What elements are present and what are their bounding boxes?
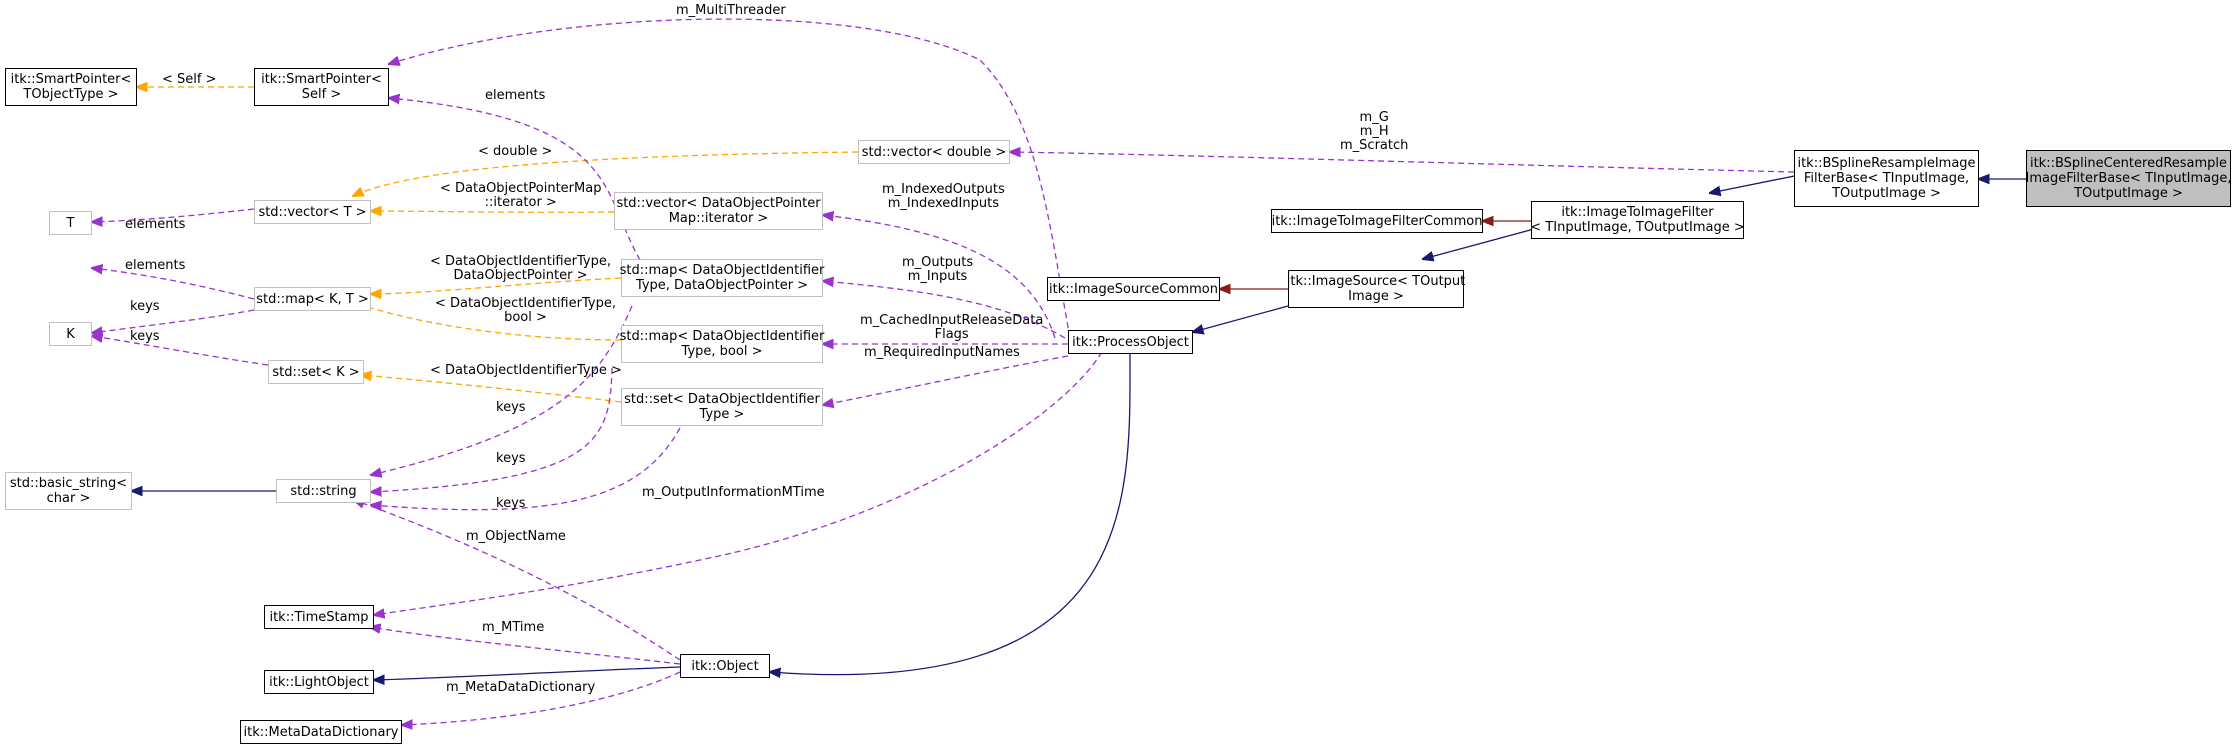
- node-set-doi[interactable]: std::set< DataObjectIdentifier Type >: [621, 388, 823, 426]
- label-elements-map: elements: [125, 258, 186, 273]
- node-lightobject[interactable]: itk::LightObject: [264, 670, 374, 694]
- label-keys-map: keys: [130, 299, 160, 314]
- label-object-name: m_ObjectName: [466, 529, 566, 544]
- node-smartpointer-self[interactable]: itk::SmartPointer< Self >: [254, 68, 389, 106]
- node-imagesourcecommon[interactable]: itk::ImageSourceCommon: [1047, 277, 1220, 301]
- node-processobject[interactable]: itk::ProcessObject: [1068, 330, 1193, 354]
- edge-inherit-object: [770, 353, 1131, 675]
- label-output-information-mtime: m_OutputInformationMTime: [642, 485, 825, 500]
- edge-vector-dop-iter: [371, 211, 615, 212]
- node-k[interactable]: K: [49, 322, 92, 346]
- label-doi-type: < DataObjectIdentifierType >: [430, 363, 622, 378]
- node-bsplinecenteredresampleimagefilterbase[interactable]: itk::BSplineCenteredResample ImageFilter…: [2025, 150, 2232, 207]
- edge-vector-double: [353, 151, 859, 196]
- edge-indexed: [823, 215, 1056, 339]
- label-mtime: m_MTime: [482, 620, 545, 635]
- edge-output-info: [374, 351, 1103, 615]
- edge-keys-string-2: [371, 367, 613, 492]
- node-smartpointer-tobjecttype[interactable]: itk::SmartPointer< TObjectType >: [5, 68, 137, 106]
- label-keys-3: keys: [496, 496, 526, 511]
- edge-elements-map: [92, 268, 255, 300]
- label-keys-2: keys: [496, 451, 526, 466]
- node-map-doi-bool[interactable]: std::map< DataObjectIdentifier Type, boo…: [620, 325, 824, 363]
- label-required: m_RequiredInputNames: [864, 345, 1020, 360]
- edge-keys-string-3: [371, 427, 681, 510]
- node-set-k[interactable]: std::set< K >: [268, 360, 364, 384]
- node-timestamp[interactable]: itk::TimeStamp: [264, 605, 374, 629]
- node-vector-double[interactable]: std::vector< double >: [858, 140, 1010, 164]
- edge-keys-string-1: [371, 305, 633, 475]
- label-dop-map-iterator: < DataObjectPointerMap ::iterator >: [440, 181, 602, 210]
- edge-elements-smartpointer: [389, 98, 641, 261]
- edge-metadata: [402, 671, 681, 725]
- node-imagetoimagefilter[interactable]: itk::ImageToImageFilter < TInputImage, T…: [1530, 201, 1745, 239]
- node-imagesource[interactable]: itk::ImageSource< TOutput Image >: [1287, 270, 1465, 308]
- label-cached: m_CachedInputReleaseData Flags: [860, 313, 1044, 342]
- edge-set-doi: [361, 375, 622, 403]
- edge-mtime: [370, 627, 681, 665]
- node-bsplineresampleimagefilterbase[interactable]: itk::BSplineResampleImage FilterBase< TI…: [1794, 150, 1979, 207]
- edge-map-doi-bool: [352, 302, 622, 341]
- label-multithreader: m_MultiThreader: [676, 3, 786, 18]
- label-doi-bool: < DataObjectIdentifierType, bool >: [435, 296, 616, 325]
- node-imagetoimagefiltercommon[interactable]: itk::ImageToImageFilterCommon: [1271, 209, 1483, 233]
- label-keys-set: keys: [130, 329, 160, 344]
- label-elements-smartpointer: elements: [485, 88, 546, 103]
- label-doi-dop: < DataObjectIdentifierType, DataObjectPo…: [430, 254, 611, 283]
- node-vector-t[interactable]: std::vector< T >: [254, 200, 371, 224]
- label-self: < Self >: [162, 72, 217, 87]
- edge-outputs-inputs: [823, 281, 1066, 339]
- node-t[interactable]: T: [49, 211, 92, 235]
- edge-keys-map: [92, 309, 255, 333]
- node-string[interactable]: std::string: [276, 479, 371, 503]
- edge-object-name: [354, 500, 681, 661]
- label-indexed: m_IndexedOutputs m_IndexedInputs: [882, 182, 1005, 211]
- label-keys-1: keys: [496, 400, 526, 415]
- label-double: < double >: [478, 144, 553, 159]
- edge-map-doi-dop: [371, 277, 622, 294]
- node-metadatadictionary[interactable]: itk::MetaDataDictionary: [240, 720, 402, 744]
- label-mgh: m_G m_H m_Scratch: [1340, 110, 1409, 153]
- node-map-doi-dataobjectpointer[interactable]: std::map< DataObjectIdentifier Type, Dat…: [620, 259, 824, 297]
- label-metadata-dictionary: m_MetaDataDictionary: [446, 680, 596, 695]
- edge-keys-set: [92, 336, 269, 366]
- label-elements-vector: elements: [125, 217, 186, 232]
- edge-multithreader: [389, 18, 1071, 339]
- edge-required: [823, 355, 1069, 405]
- edge-mgh: [1010, 152, 1795, 173]
- node-object[interactable]: itk::Object: [680, 654, 770, 678]
- label-outputs-inputs: m_Outputs m_Inputs: [902, 255, 974, 284]
- node-basic-string[interactable]: std::basic_string< char >: [5, 472, 132, 510]
- edge-elements-vector: [92, 208, 255, 222]
- edge-inherit-lightobject: [374, 666, 681, 680]
- node-map-kt[interactable]: std::map< K, T >: [254, 287, 371, 311]
- node-vector-dataobjectpointermap-iterator[interactable]: std::vector< DataObjectPointer Map::iter…: [614, 192, 823, 230]
